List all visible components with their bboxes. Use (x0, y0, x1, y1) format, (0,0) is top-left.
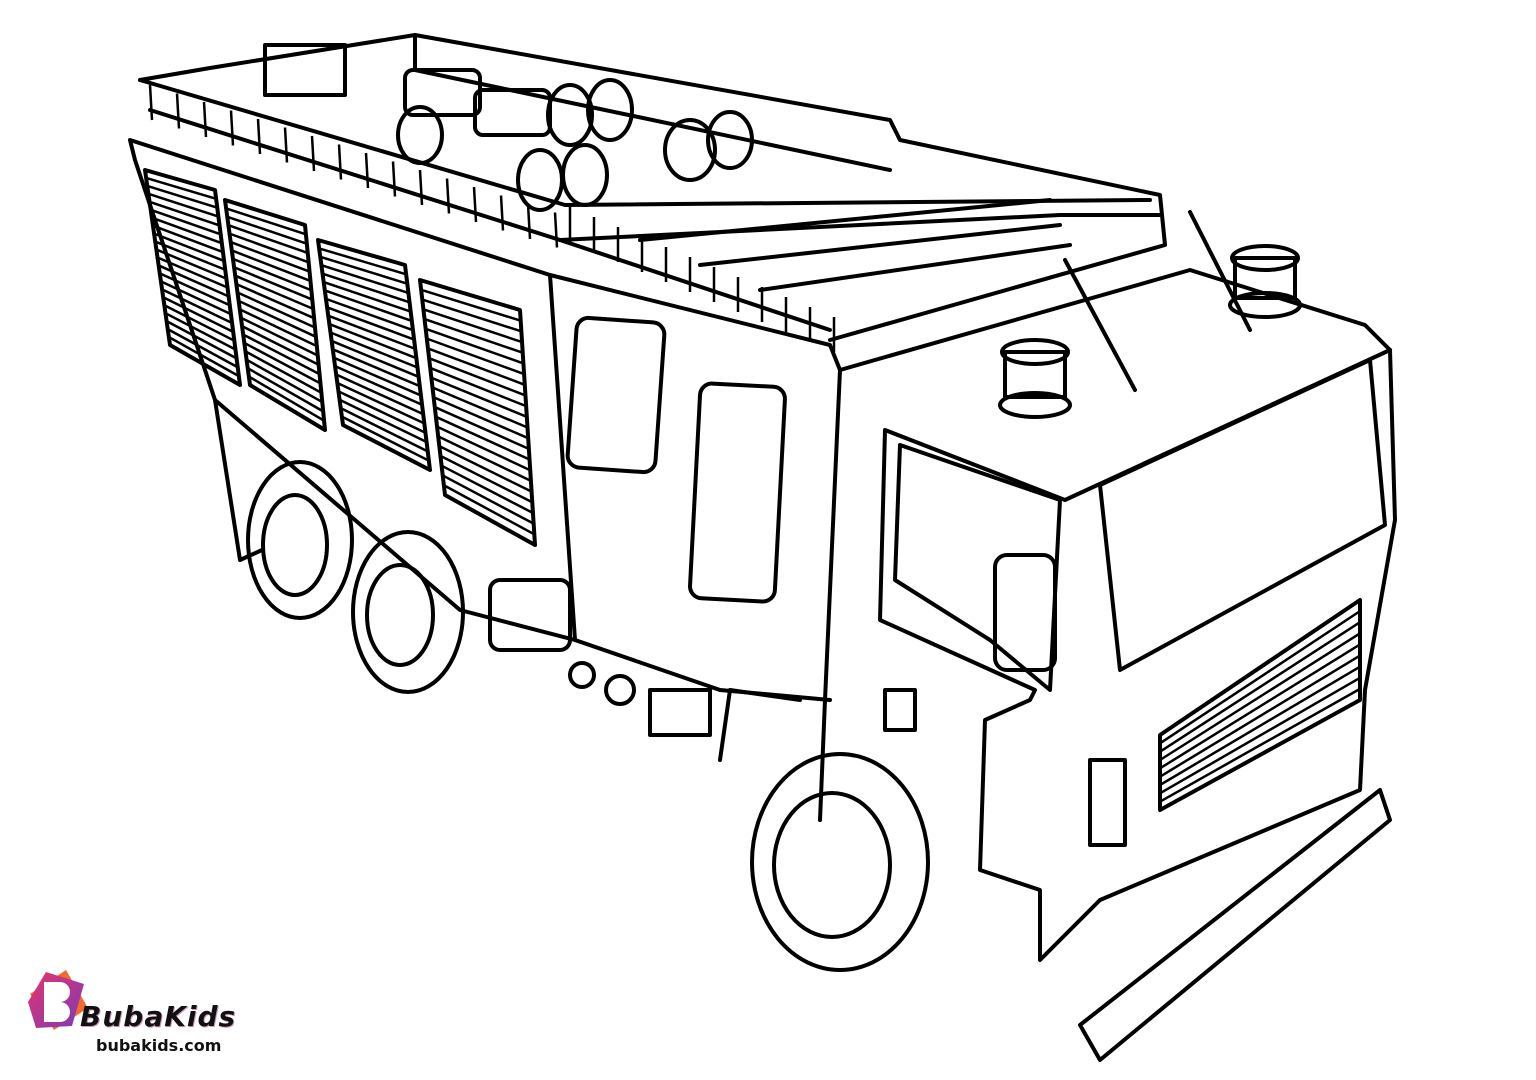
logo-url: bubakids.com (96, 1036, 222, 1055)
side-grilles (143, 168, 537, 547)
rear-body (128, 138, 577, 642)
bubakids-logo: BubaKids bubakids.com (12, 960, 235, 1060)
logo-name: BubaKids (80, 1000, 237, 1033)
wheels (246, 460, 930, 972)
crew-cab (548, 268, 1392, 822)
side-equipment (488, 578, 712, 737)
beacon-lights (998, 210, 1302, 419)
front-cab (878, 348, 1397, 1062)
logo-mark-icon (28, 970, 88, 1030)
hose-reels (396, 68, 1072, 292)
